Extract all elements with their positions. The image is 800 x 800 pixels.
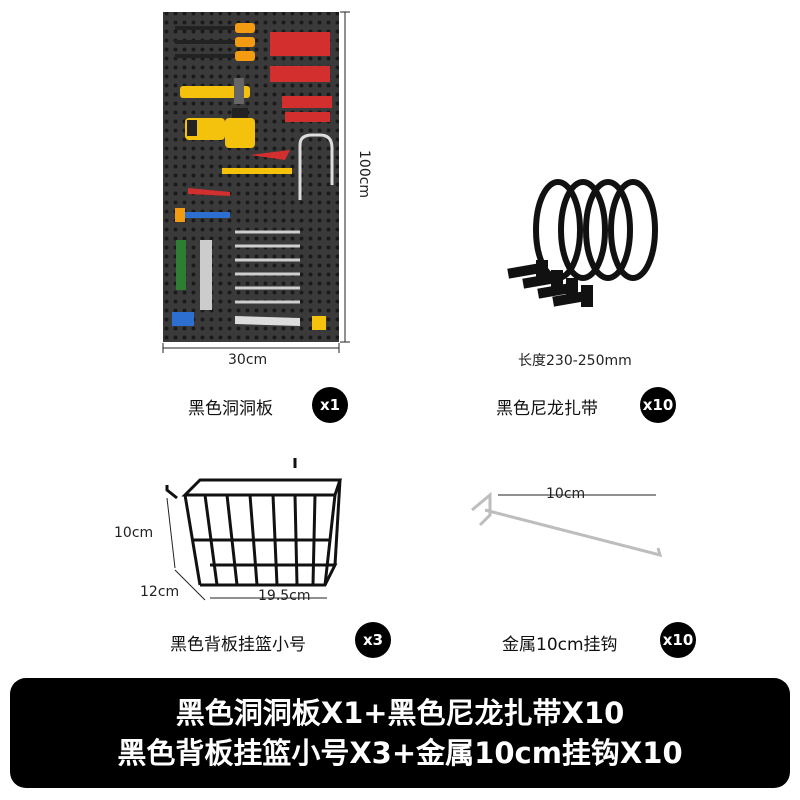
cable-ties-illustration [507, 179, 658, 307]
basket-width-label: 19.5cm [258, 588, 311, 604]
summary-line-1: 黑色洞洞板X1+黑色尼龙扎带X10 [175, 696, 625, 730]
pegboard-height-label: 100cm [356, 150, 372, 199]
power-drill [185, 108, 255, 148]
pipe-wrench [180, 78, 250, 104]
hook-qty-badge: x10 [660, 622, 696, 658]
pegboard-width-label: 30cm [228, 352, 268, 368]
pegboard-illustration [162, 11, 350, 353]
pliers [250, 150, 290, 160]
ties-name: 黑色尼龙扎带 [496, 399, 598, 419]
wrench-set [235, 230, 300, 304]
basket-qty-badge: x3 [355, 622, 391, 658]
summary-line-2: 黑色背板挂篮小号X3+金属10cm挂钩X10 [117, 736, 683, 770]
summary-banner: 黑色洞洞板X1+黑色尼龙扎带X10 黑色背板挂篮小号X3+金属10cm挂钩X10 [10, 678, 790, 788]
hook-length-label: 10cm [546, 486, 586, 502]
hacksaw [298, 133, 334, 200]
basket-depth-label: 12cm [140, 584, 180, 600]
screwdriver-group [175, 23, 255, 61]
spirit-level [222, 168, 292, 174]
basket-name: 黑色背板挂篮小号 [170, 635, 306, 655]
pegboard-qty-badge: x1 [312, 387, 348, 423]
hook-illustration [471, 491, 663, 558]
pegboard-product: 100cm 30cm [0, 0, 400, 380]
basket-illustration [165, 458, 343, 601]
hook-name: 金属10cm挂钩 [502, 635, 618, 655]
pegboard-name: 黑色洞洞板 [188, 399, 273, 419]
ties-qty-badge: x10 [640, 387, 676, 423]
basket-height-label: 10cm [114, 525, 154, 541]
socket-bits-group [270, 32, 332, 122]
ties-length-label: 长度230-250mm [518, 353, 632, 369]
